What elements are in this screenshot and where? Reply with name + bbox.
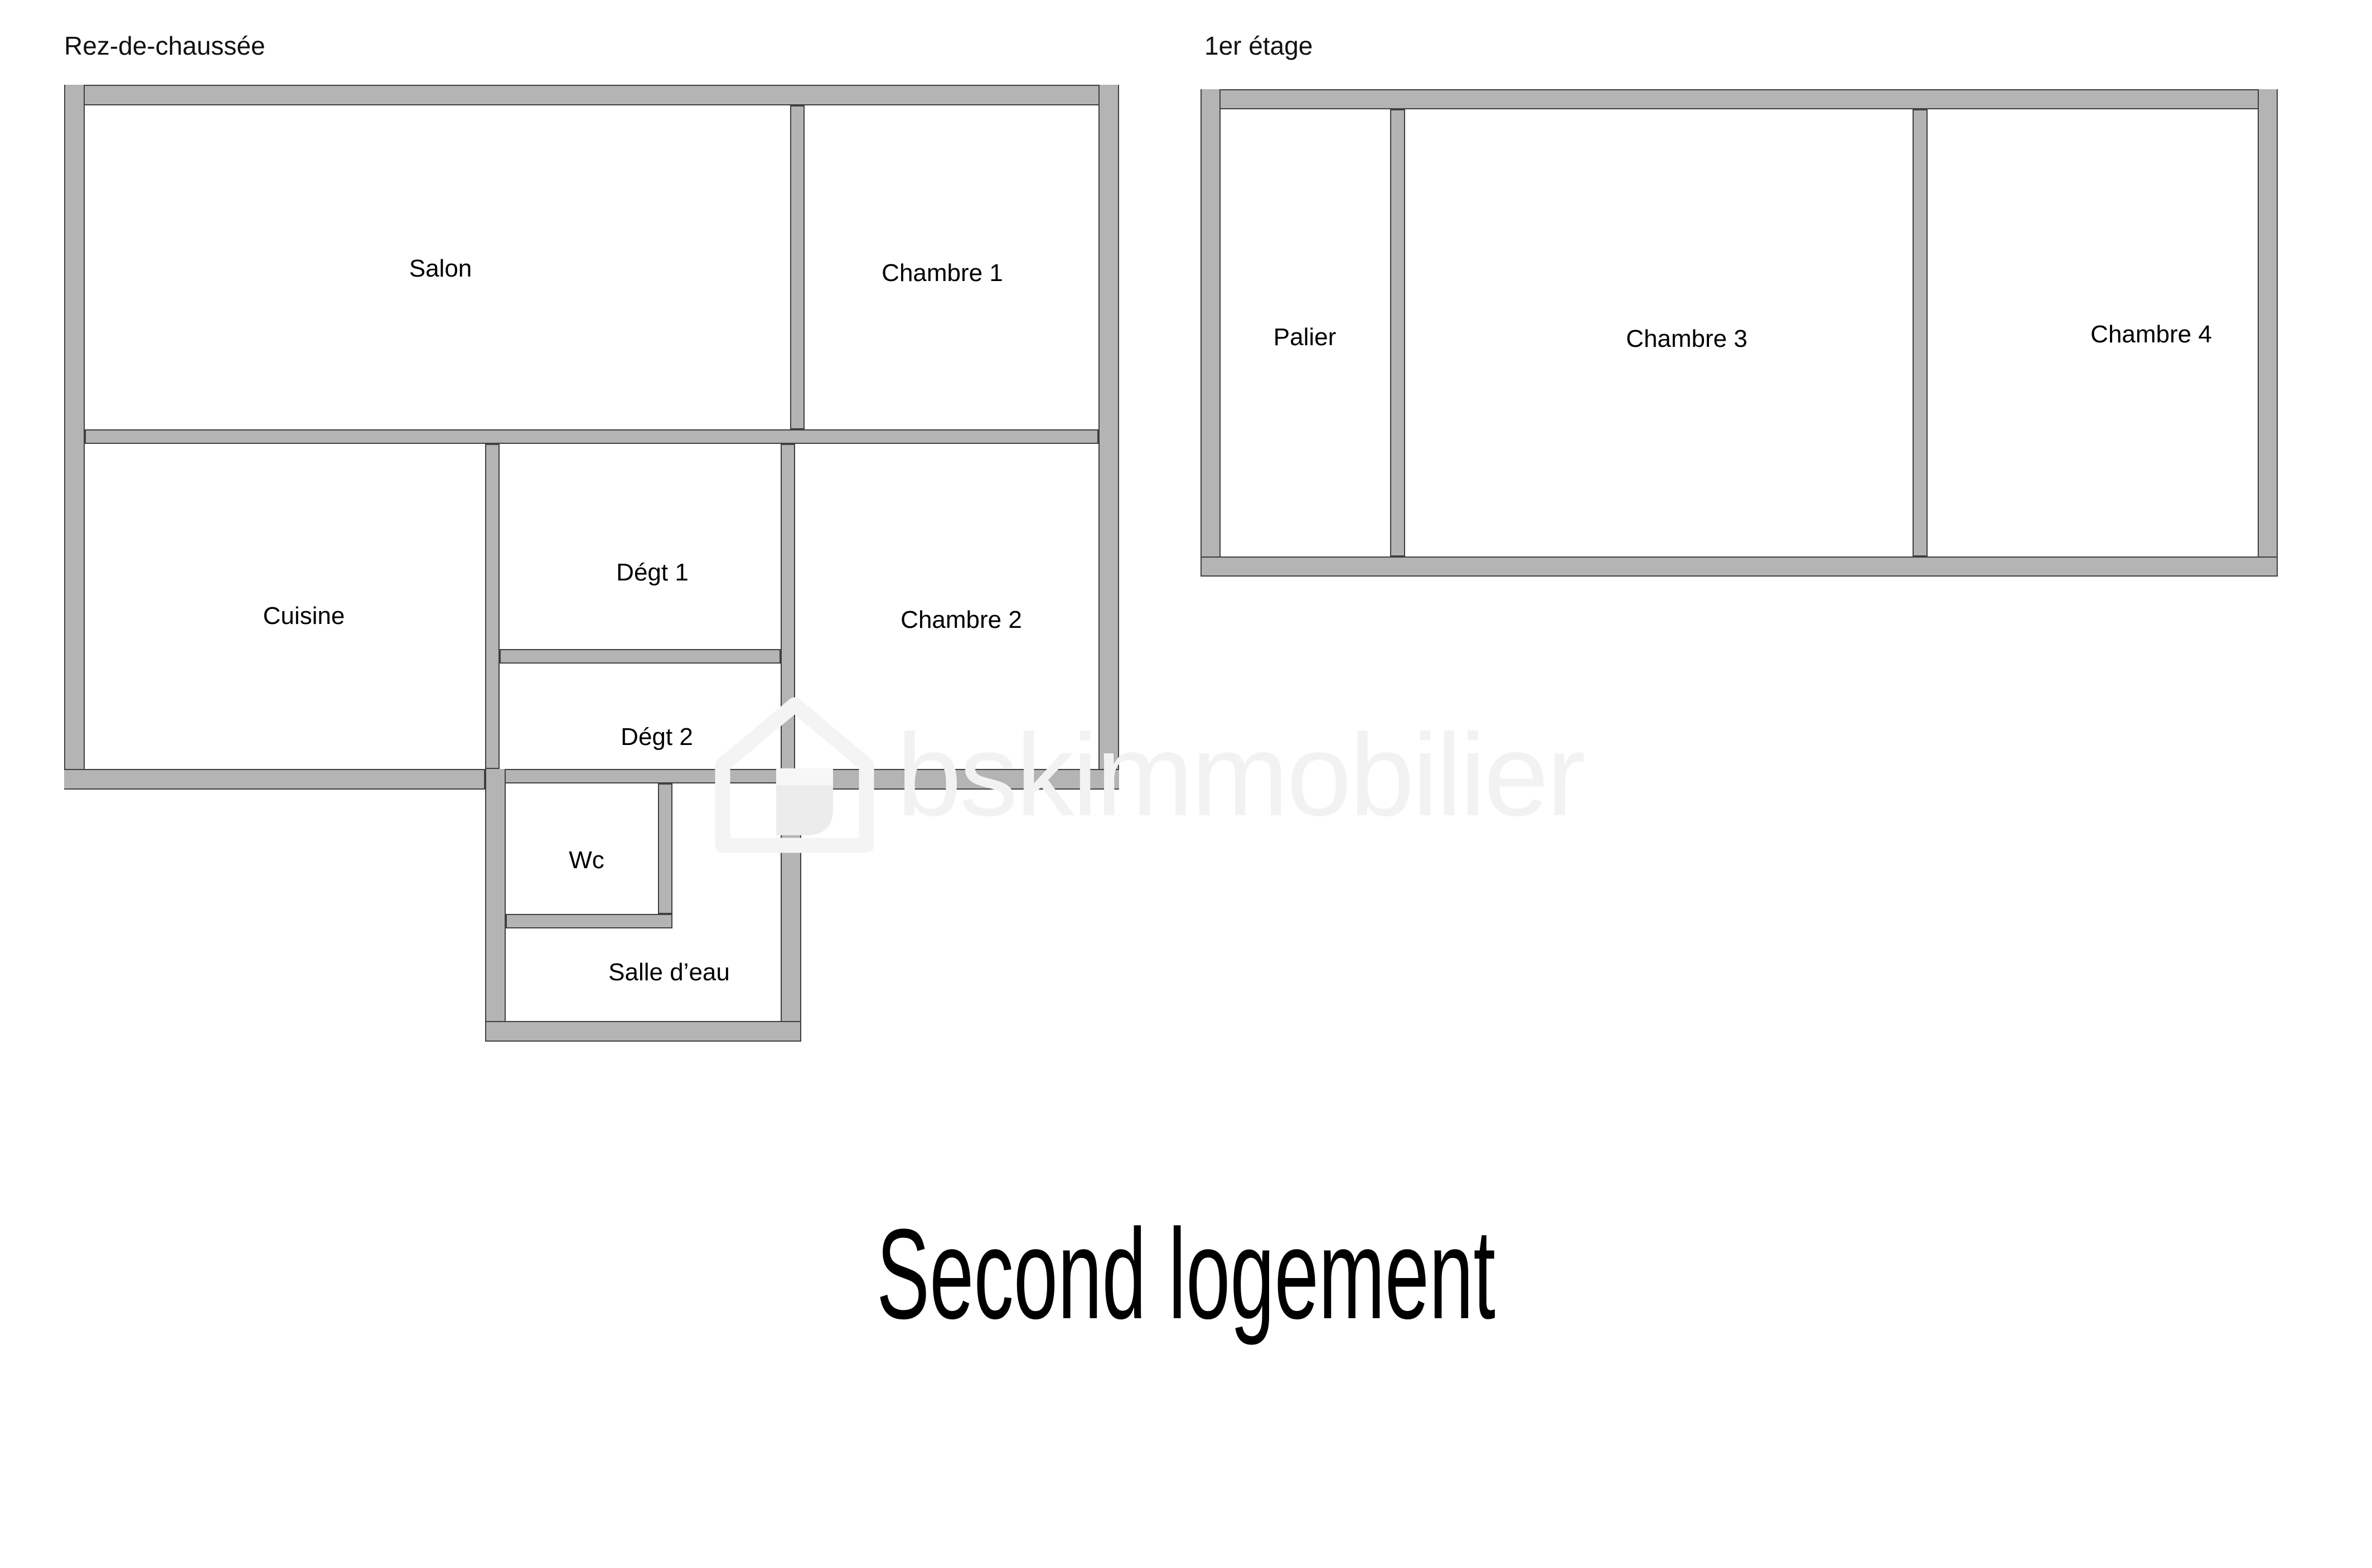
wall-ground-exterior-left	[64, 85, 85, 790]
wall-ground-exterior-top	[64, 85, 1119, 105]
wall-ground-exterior-bottom-left	[64, 769, 485, 790]
wall-degt2-wc	[485, 769, 795, 783]
wall-wc-salledeau	[506, 914, 672, 928]
ground-floor-caption: Rez-de-chaussée	[64, 31, 265, 60]
room-label-chambre-4: Chambre 4	[2090, 321, 2212, 348]
room-label-chambre-3: Chambre 3	[1626, 325, 1747, 352]
wall-first-exterior-left	[1200, 89, 1221, 577]
room-label-cuisine: Cuisine	[263, 602, 345, 630]
wall-wc-right	[658, 783, 672, 914]
wall-palier-chambre3	[1390, 109, 1405, 556]
wall-degagement-chambre2	[781, 444, 795, 790]
room-label-salle-deau: Salle d’eau	[608, 959, 730, 986]
wall-ground-exterior-right	[1098, 85, 1119, 790]
wall-first-exterior-right	[2258, 89, 2278, 577]
first-floor-caption: 1er étage	[1204, 31, 1313, 60]
wall-lower-block-bottom	[485, 1021, 801, 1042]
wall-salon-chambre1	[790, 105, 805, 429]
wall-lower-block-right	[781, 769, 801, 1042]
wall-degt1-degt2	[500, 649, 781, 664]
wall-salon-cuisine	[85, 429, 1098, 444]
wall-first-exterior-bottom	[1200, 556, 2278, 577]
room-label-chambre-1: Chambre 1	[882, 259, 1003, 287]
room-label-wc: Wc	[569, 846, 604, 874]
wall-ground-exterior-bottom-right	[781, 769, 1119, 790]
room-label-degt-1: Dégt 1	[616, 559, 689, 586]
room-label-degt-2: Dégt 2	[621, 723, 693, 751]
wall-first-exterior-top	[1200, 89, 2278, 109]
room-label-salon: Salon	[409, 255, 472, 282]
room-label-palier: Palier	[1273, 323, 1337, 351]
wall-lower-block-left	[485, 769, 506, 1042]
wall-chambre3-chambre4	[1913, 109, 1928, 556]
ground-floor-plan: Rez-de-chaussée Salon Chambre 1 Cuisine …	[0, 0, 1171, 1087]
wall-cuisine-degagement	[485, 444, 500, 769]
room-label-chambre-2: Chambre 2	[901, 606, 1022, 633]
first-floor-plan: 1er étage Palier Chambre 3 Chambre 4	[1171, 0, 2372, 669]
page-title: Second logement	[877, 1202, 1495, 1346]
